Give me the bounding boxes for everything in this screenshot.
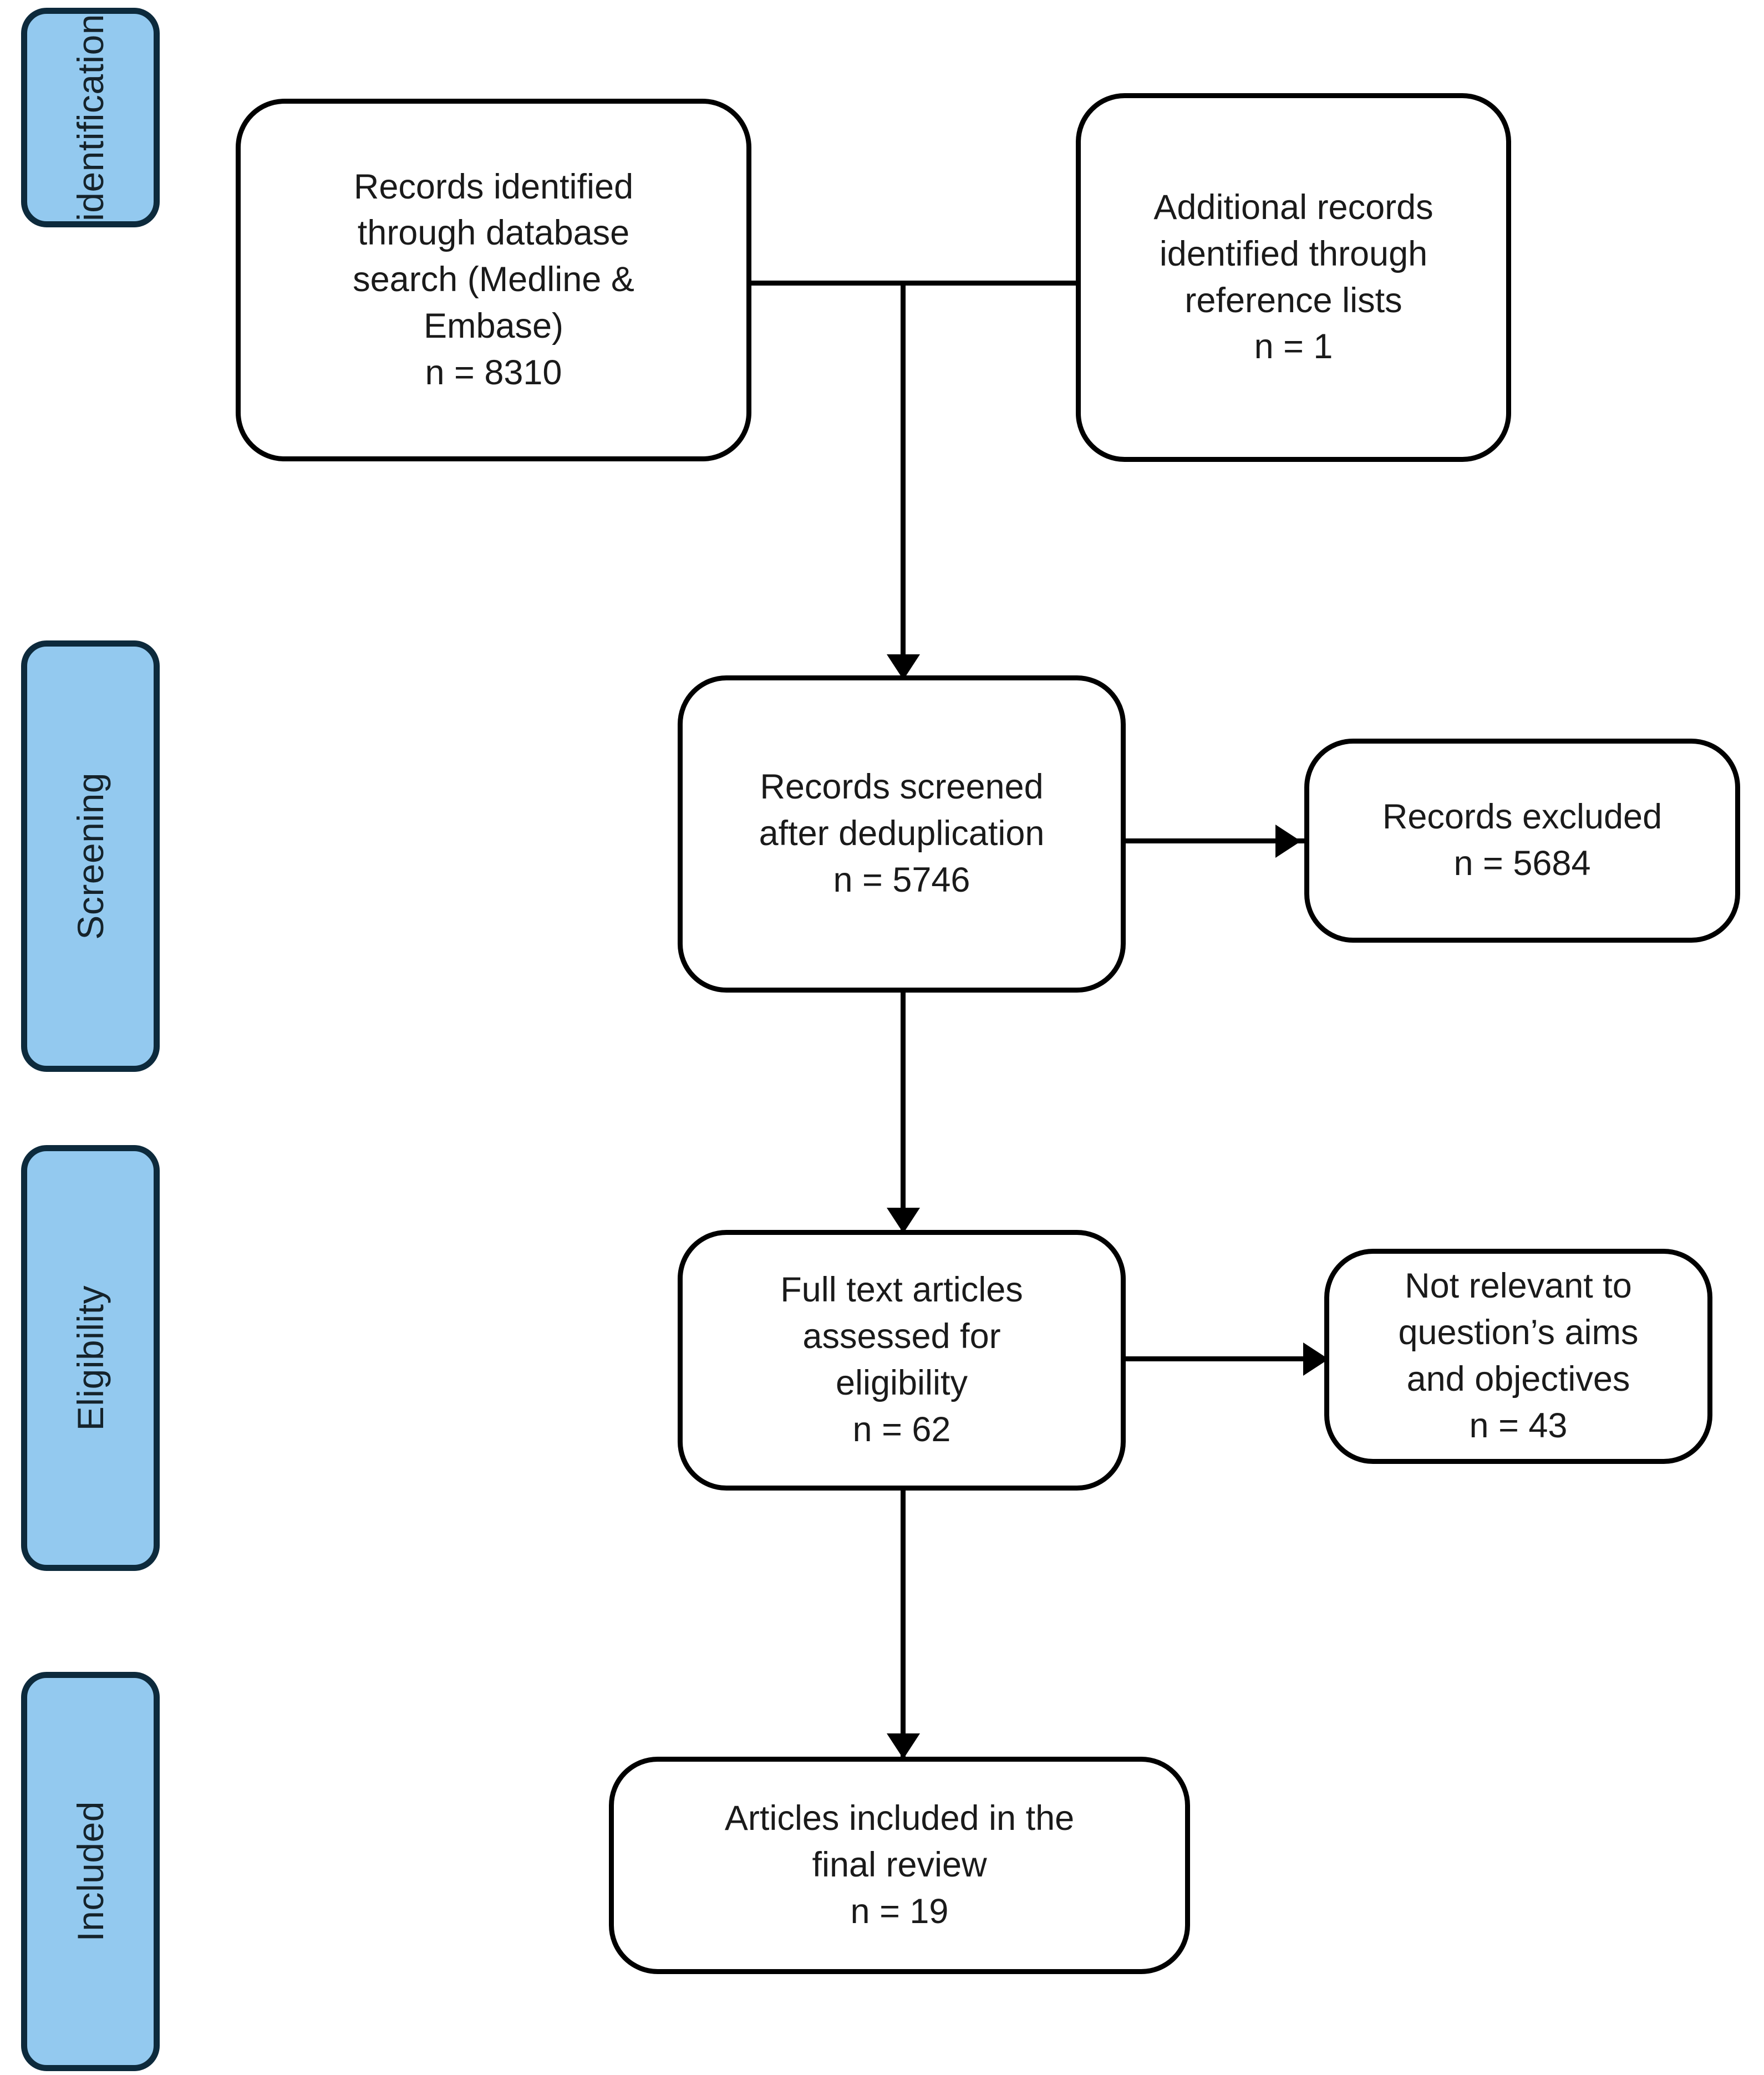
arrow-screened-to-fulltext — [887, 1208, 920, 1233]
stage-label-screening: Screening — [70, 772, 111, 940]
node-records-screened-after-deduplication: Records screened after deduplication n =… — [678, 675, 1126, 993]
stage-label-identification: identification — [70, 14, 111, 221]
node-articles-included-final-review-text: Articles included in the final review n … — [724, 1799, 1075, 1931]
node-full-text-articles-assessed: Full text articles assessed for eligibil… — [678, 1230, 1126, 1491]
stage-pill-identification: identification — [21, 8, 160, 227]
node-records-excluded-text: Records excluded n = 5684 — [1382, 797, 1663, 883]
node-not-relevant-to-aims: Not relevant to question’s aims and obje… — [1324, 1249, 1712, 1464]
node-full-text-articles-assessed-text: Full text articles assessed for eligibil… — [780, 1270, 1023, 1449]
connector-fulltext-to-notrelevant — [1124, 1356, 1345, 1361]
node-records-screened-after-deduplication-text: Records screened after deduplication n =… — [759, 767, 1045, 899]
node-not-relevant-to-aims-text: Not relevant to question’s aims and obje… — [1398, 1267, 1639, 1445]
node-records-identified-database: Records identified through database sear… — [236, 99, 751, 461]
node-additional-records-reference-lists-text: Additional records identified through re… — [1153, 187, 1433, 367]
stage-pill-included: Included — [21, 1672, 160, 2071]
stage-label-included: Included — [70, 1801, 111, 1942]
arrow-fulltext-to-included — [887, 1733, 920, 1759]
connector-identification-to-screened — [901, 281, 906, 674]
connector-screened-to-excluded — [1124, 838, 1307, 843]
connector-fulltext-to-included — [901, 1489, 906, 1761]
node-additional-records-reference-lists: Additional records identified through re… — [1076, 93, 1511, 462]
stage-label-eligibility: Eligibility — [70, 1285, 111, 1431]
node-records-excluded: Records excluded n = 5684 — [1304, 739, 1740, 943]
arrow-screened-to-excluded — [1275, 825, 1301, 858]
node-records-identified-database-text: Records identified through database sear… — [353, 167, 634, 392]
stage-pill-eligibility: Eligibility — [21, 1145, 160, 1571]
connector-screened-to-fulltext — [901, 990, 906, 1251]
node-articles-included-final-review: Articles included in the final review n … — [609, 1757, 1190, 1974]
connector-identification-join — [748, 281, 1080, 286]
stage-pill-screening: Screening — [21, 640, 160, 1072]
